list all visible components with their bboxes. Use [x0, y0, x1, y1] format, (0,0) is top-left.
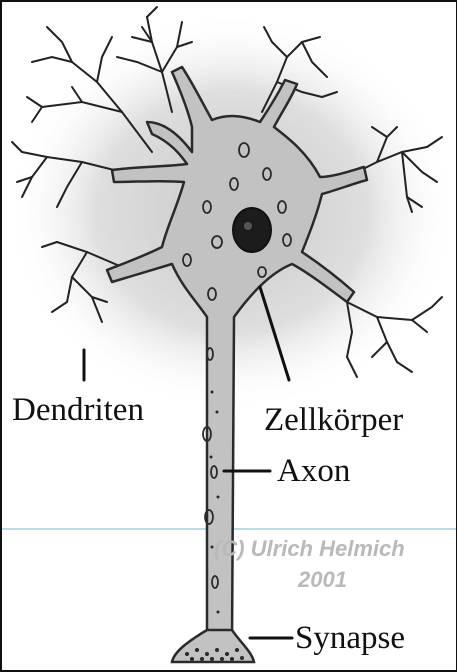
axon-label: Axon [277, 455, 350, 488]
synapse-label: Synapse [295, 622, 405, 655]
nucleus [233, 208, 271, 252]
dendrites-label: Dendriten [12, 394, 144, 427]
cell-body-label: Zellkörper [264, 404, 403, 437]
credit-line-1: (C) Ulrich Helmich [214, 538, 405, 560]
nucleolus [244, 222, 252, 230]
credit-line-2: 2001 [298, 569, 347, 591]
